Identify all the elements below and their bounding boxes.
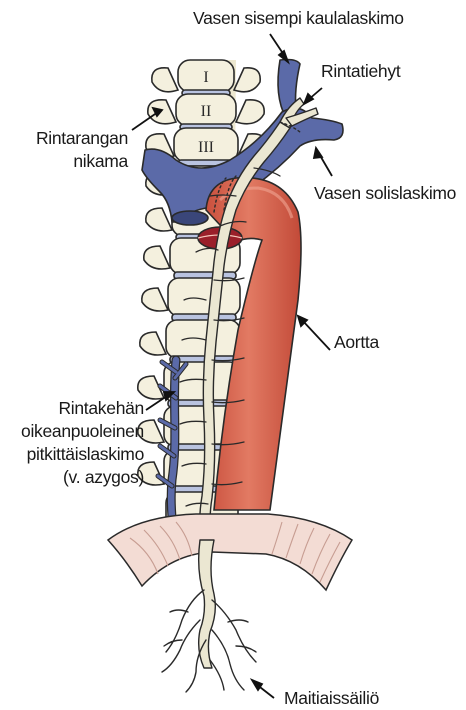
vertebra-9 [138,362,240,402]
label-azygos-line1: Rintakehän [58,398,144,418]
superior-vena-cava [172,211,208,225]
label-rintatiehyt: Rintatiehyt [321,61,401,81]
vertebra-7 [142,278,240,316]
label-azygos-line3: pitkittäislaskimo [27,444,144,464]
diaphragm [108,514,352,590]
label-vasen-solislaskimo: Vasen solislaskimo [314,183,456,203]
numeral-2: II [201,103,212,120]
label-nikama: nikama [73,151,128,171]
label-azygos-line2: oikeanpuoleinen [21,421,144,441]
label-aortta: Aortta [334,332,379,352]
vertebra-8 [140,320,240,358]
cisterna-chyli [162,540,256,692]
label-rintarangan: Rintarangan [36,128,128,148]
label-maitiaissailio: Maitiaissäiliö [284,688,379,708]
label-vasen-sisempi-kaulalaskimo: Vasen sisempi kaulalaskimo [193,8,404,28]
numeral-1: I [203,69,208,86]
label-azygos-line4: (v. azygos) [63,467,144,487]
numeral-3: III [198,139,214,156]
